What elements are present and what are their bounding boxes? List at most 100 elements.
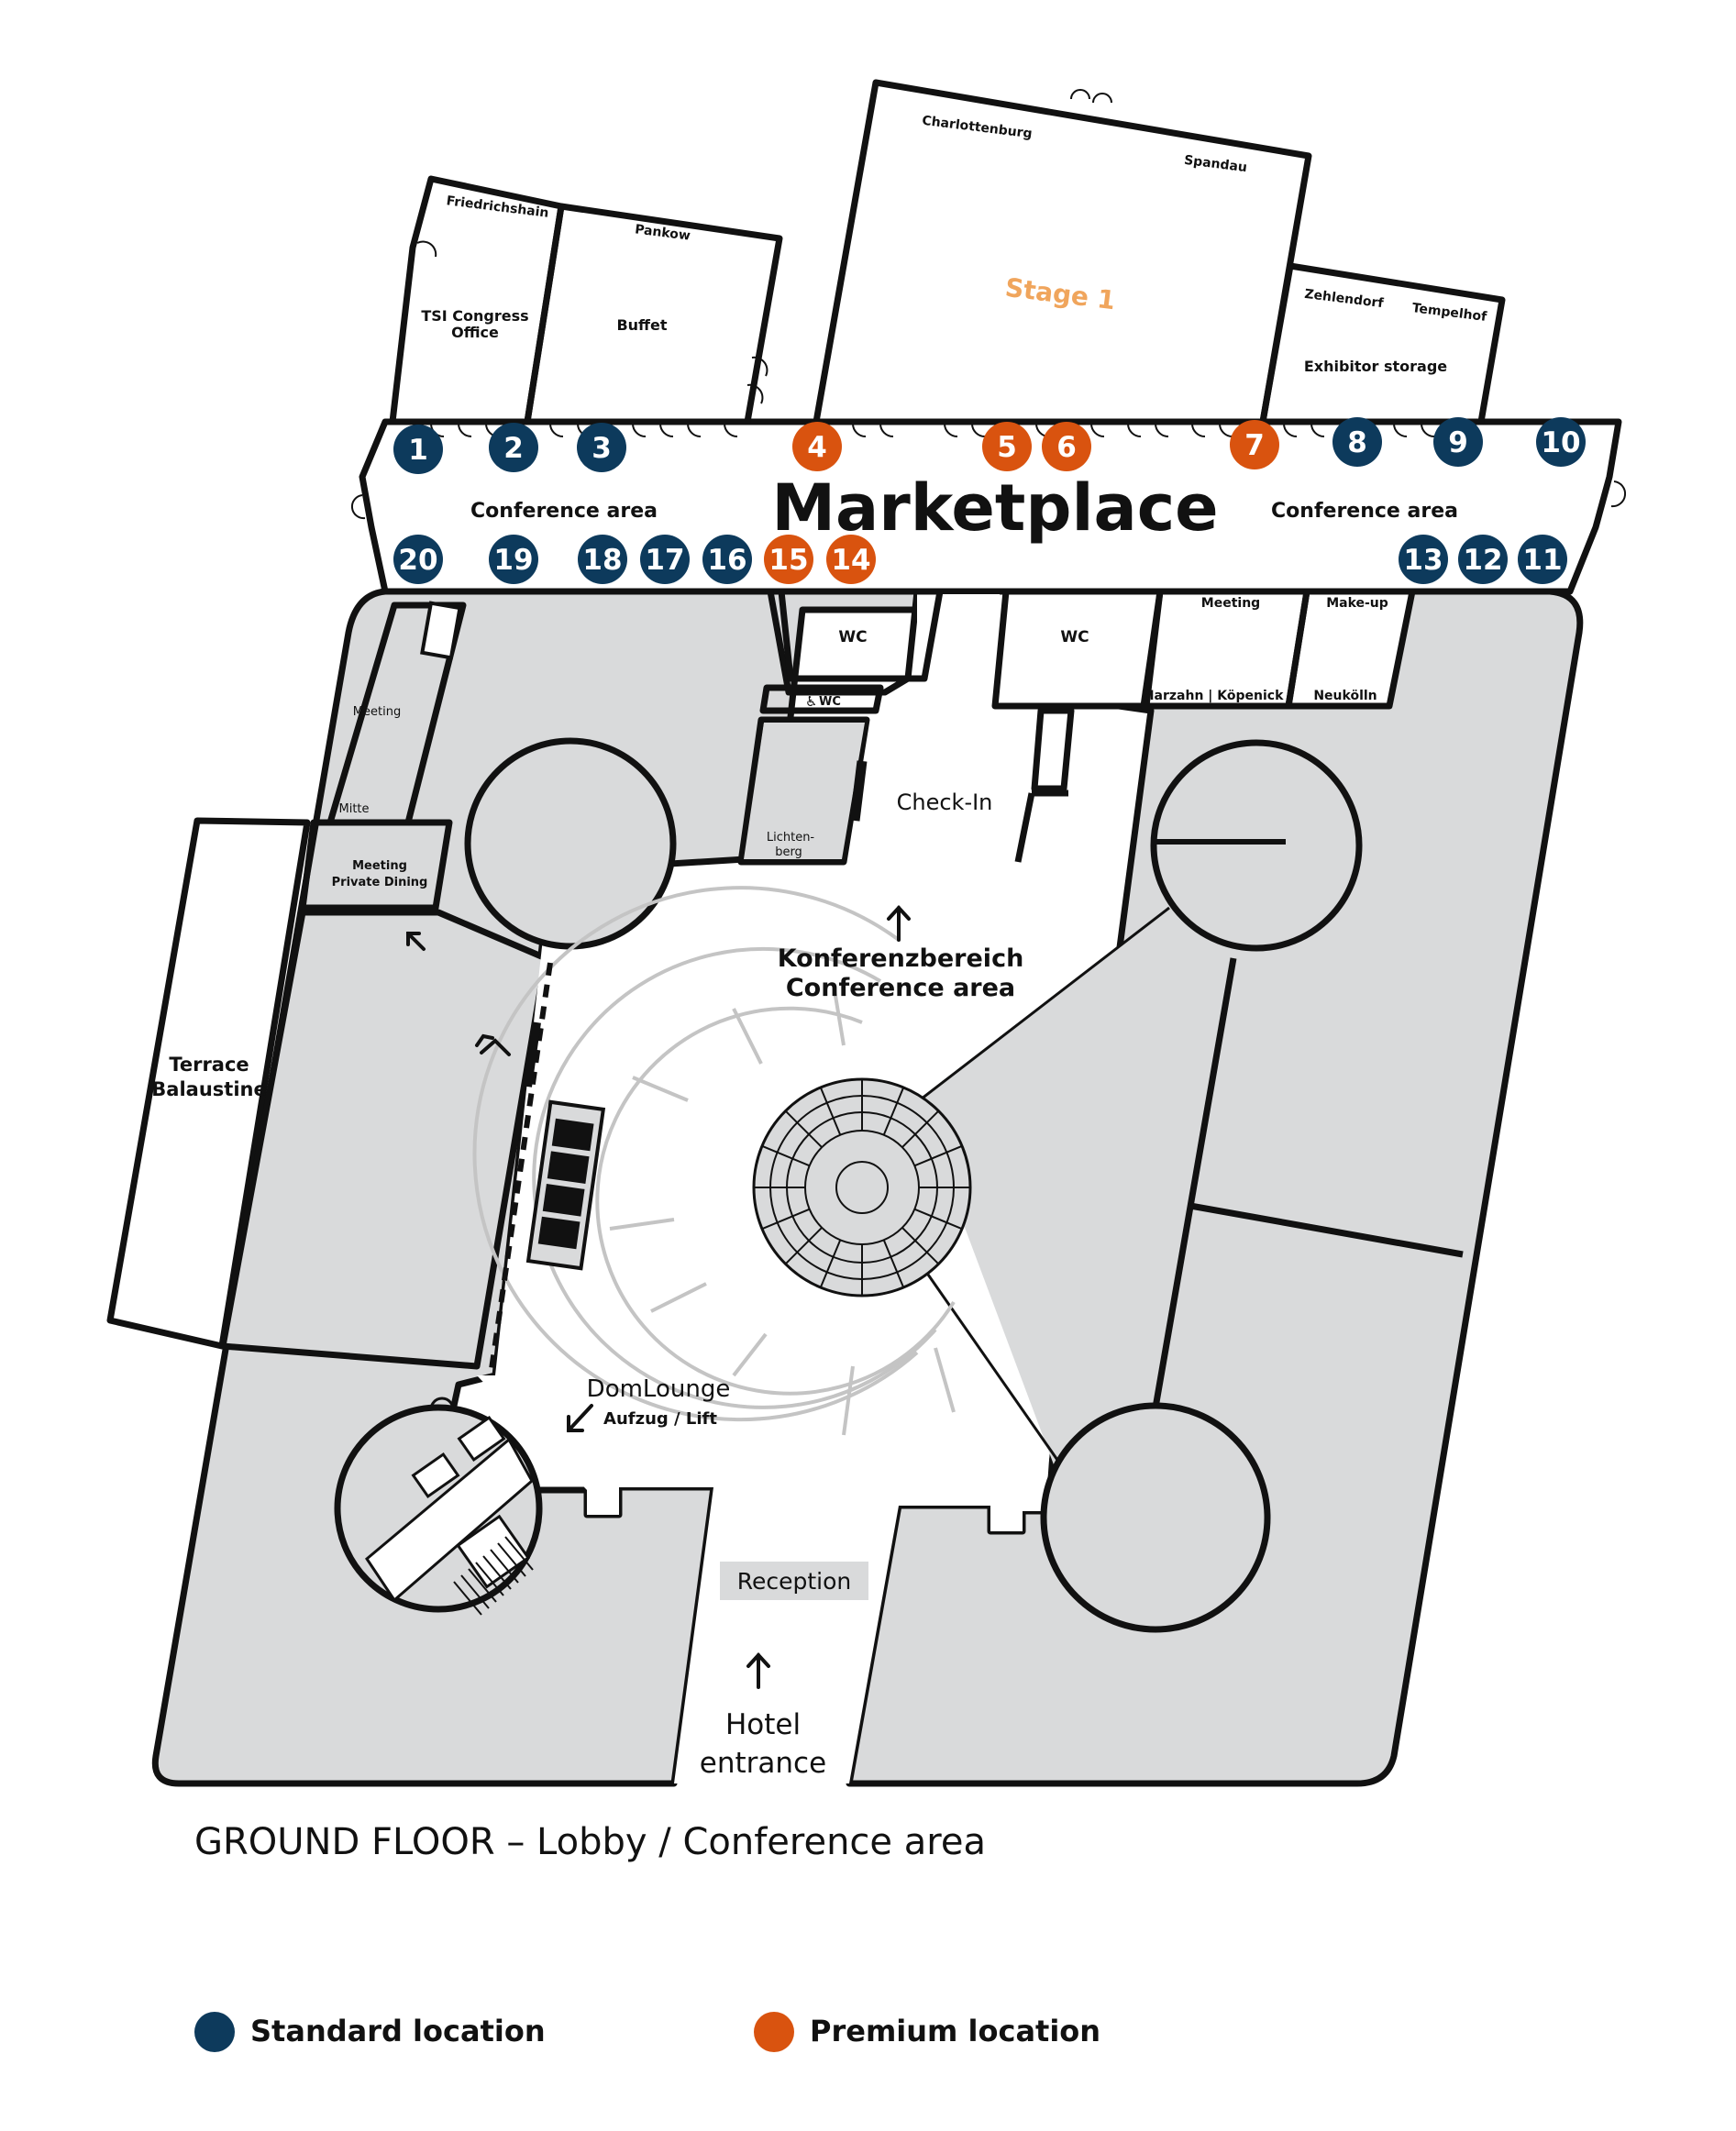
booth-marker-number: 3: [592, 432, 612, 465]
booth-marker-number: 4: [807, 431, 827, 464]
private-dining-label-2: Private Dining: [332, 876, 428, 889]
meeting-left-label: Meeting: [353, 705, 401, 719]
lichtenberg-room: [737, 716, 870, 866]
wc-left-label: WC: [838, 628, 867, 646]
booth-marker-11: 11: [1518, 535, 1567, 584]
lichtenberg-label-1: Lichten-: [767, 831, 815, 845]
legend-standard-dot: [194, 2012, 235, 2052]
exhibitor-storage-label: Exhibitor storage: [1304, 358, 1447, 375]
booth-marker-dot: [489, 535, 538, 584]
private-dining-label-1: Meeting: [352, 859, 407, 873]
atrium-connector: [917, 912, 1220, 1467]
booth-marker-10: 10: [1536, 417, 1586, 467]
wheelchair-icon: ♿: [805, 693, 817, 710]
column-ne: [1150, 739, 1363, 952]
booth-marker-number: 6: [1056, 431, 1077, 464]
booth-marker-number: 1: [408, 434, 428, 467]
booth-marker-5: 5: [982, 422, 1032, 471]
booth-marker-number: 20: [398, 544, 437, 577]
booth-marker-number: 18: [582, 544, 622, 577]
conference-area-left-label: Conference area: [470, 500, 658, 523]
column-se: [1040, 1402, 1271, 1633]
booth-marker-number: 10: [1541, 426, 1580, 459]
booth-marker-dot: [1433, 417, 1483, 467]
tsi-office-label-1: TSI Congress: [421, 307, 528, 325]
booth-marker-4: 4: [792, 422, 842, 471]
hotel-entrance-label-1: Hotel: [725, 1708, 801, 1741]
neukoelln-label: Neukölln: [1313, 689, 1377, 703]
makeup-room: [1285, 588, 1416, 710]
terrace-label-1: Terrace: [169, 1054, 249, 1076]
booth-marker-20: 20: [393, 535, 443, 584]
booth-marker-2: 2: [489, 423, 538, 472]
stage-1-hall: [813, 79, 1312, 425]
booth-marker-16: 16: [702, 535, 752, 584]
booth-marker-14: 14: [826, 535, 876, 584]
exhibitor-storage-room: [1259, 262, 1506, 425]
booth-marker-dot: [1042, 422, 1091, 471]
arrow-up-hotel-icon: [746, 1652, 770, 1689]
terrace-adjacent-area: [219, 909, 549, 1370]
booth-marker-number: 5: [997, 431, 1017, 464]
booth-marker-dot: [1332, 417, 1382, 467]
booth-marker-6: 6: [1042, 422, 1091, 471]
tsi-office-label-2: Office: [451, 324, 499, 341]
booth-marker-number: 19: [493, 544, 533, 577]
booth-marker-dot: [792, 422, 842, 471]
konferenz-label-2: Conference area: [786, 974, 1015, 1002]
booth-marker-dot: [1458, 535, 1508, 584]
central-spiral-stair: [752, 1077, 972, 1297]
booth-marker-dot: [764, 535, 813, 584]
booth-marker-dot: [1536, 417, 1586, 467]
lichtenberg-label-2: berg: [775, 845, 802, 859]
floor-title: GROUND FLOOR – Lobby / Conference area: [194, 1821, 986, 1863]
booth-marker-3: 3: [577, 423, 626, 472]
zehlendorf-label: Zehlendorf: [1304, 287, 1386, 312]
check-in-label: Check-In: [897, 789, 993, 815]
lift-label: Aufzug / Lift: [603, 1409, 717, 1429]
charlottenburg-label: Charlottenburg: [922, 114, 1034, 142]
wc-accessible-room: [759, 684, 884, 714]
booth-marker-number: 2: [503, 432, 524, 465]
arrow-lift-icon: [567, 1404, 593, 1432]
domlounge-tower: [334, 1397, 543, 1616]
booth-marker-number: 8: [1347, 426, 1367, 459]
booth-marker-17: 17: [640, 535, 690, 584]
booth-marker-number: 12: [1463, 544, 1502, 577]
legend-premium-label: Premium location: [810, 2014, 1101, 2048]
wc-accessible-label: WC: [819, 695, 841, 709]
wc-left-room: [778, 588, 944, 682]
booth-marker-number: 9: [1448, 426, 1468, 459]
booth-marker-dot: [640, 535, 690, 584]
legend-premium-dot: [754, 2012, 794, 2052]
wc-right-label: WC: [1060, 628, 1089, 646]
marketplace-corridor: [359, 418, 1622, 696]
booth-marker-number: 17: [645, 544, 684, 577]
check-in-desk: [1031, 707, 1075, 792]
booth-marker-dot: [1399, 535, 1448, 584]
booth-marker-dot: [982, 422, 1032, 471]
booth-marker-dot: [577, 423, 626, 472]
booth-marker-12: 12: [1458, 535, 1508, 584]
booth-marker-dot: [1230, 420, 1279, 469]
conference-area-right-label: Conference area: [1271, 500, 1458, 523]
makeup-label: Make-up: [1326, 596, 1388, 611]
booth-marker-number: 13: [1403, 544, 1443, 577]
booth-marker-18: 18: [578, 535, 627, 584]
booth-marker-dot: [1518, 535, 1567, 584]
marketplace-label: Marketplace: [771, 470, 1218, 546]
meeting-top-label: Meeting: [1201, 596, 1260, 611]
tsi-office-room: [389, 175, 565, 425]
pankow-label: Pankow: [634, 222, 691, 243]
booth-marker-19: 19: [489, 535, 538, 584]
booth-marker-dot: [702, 535, 752, 584]
booth-marker-number: 16: [707, 544, 746, 577]
booth-marker-number: 11: [1522, 544, 1562, 577]
mitte-label: Mitte: [338, 802, 369, 816]
booth-marker-1: 1: [393, 425, 443, 474]
arrow-turn-icon: [475, 1033, 511, 1056]
booth-marker-8: 8: [1332, 417, 1382, 467]
reception-label: Reception: [737, 1568, 852, 1595]
booth-marker-9: 9: [1433, 417, 1483, 467]
